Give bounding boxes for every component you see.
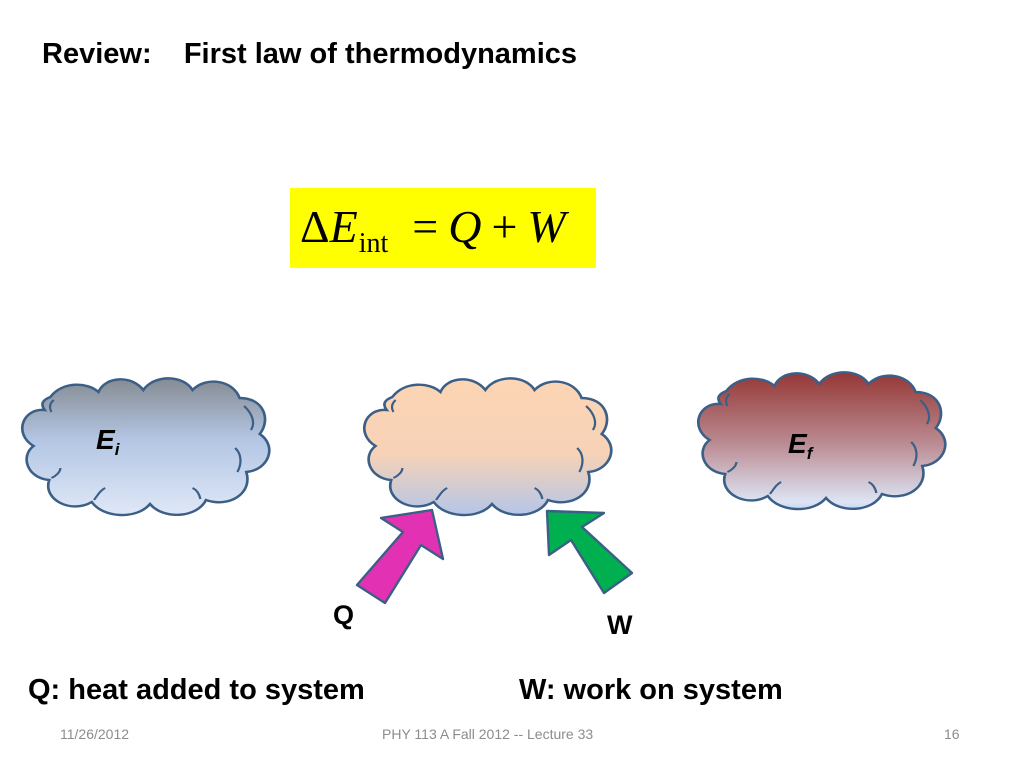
equation-heat-symbol: Q (448, 201, 482, 252)
slide-title: Review: First law of thermodynamics (42, 38, 578, 70)
heat-arrow-label: Q (333, 600, 355, 630)
footer-page-number: 16 (944, 726, 960, 742)
cloud-final (696, 371, 947, 511)
footer-course: PHY 113 A Fall 2012 -- Lecture 33 (382, 726, 594, 742)
cloud-system (362, 377, 613, 517)
equation-energy-symbol: E (329, 201, 358, 252)
equation-work-symbol: W (527, 201, 566, 252)
equation-highlight-box: ΔEint =Q+W (290, 188, 596, 268)
equation-subscript: int (358, 228, 389, 259)
work-arrow-label: W (607, 610, 633, 640)
cloud-initial (20, 377, 271, 517)
work-arrow (545, 509, 634, 595)
heat-arrow (355, 508, 445, 605)
heat-definition: Q: heat added to system (28, 674, 365, 706)
work-definition: W: work on system (519, 674, 783, 706)
footer-date: 11/26/2012 (60, 726, 130, 742)
equation-delta: Δ (300, 201, 330, 252)
initial-energy-label: Ei (96, 424, 120, 459)
first-law-equation: ΔEint =Q+W (300, 196, 566, 265)
equation-plus: + (491, 201, 518, 252)
final-energy-label: Ef (788, 428, 813, 463)
equation-equals: = (412, 201, 439, 252)
